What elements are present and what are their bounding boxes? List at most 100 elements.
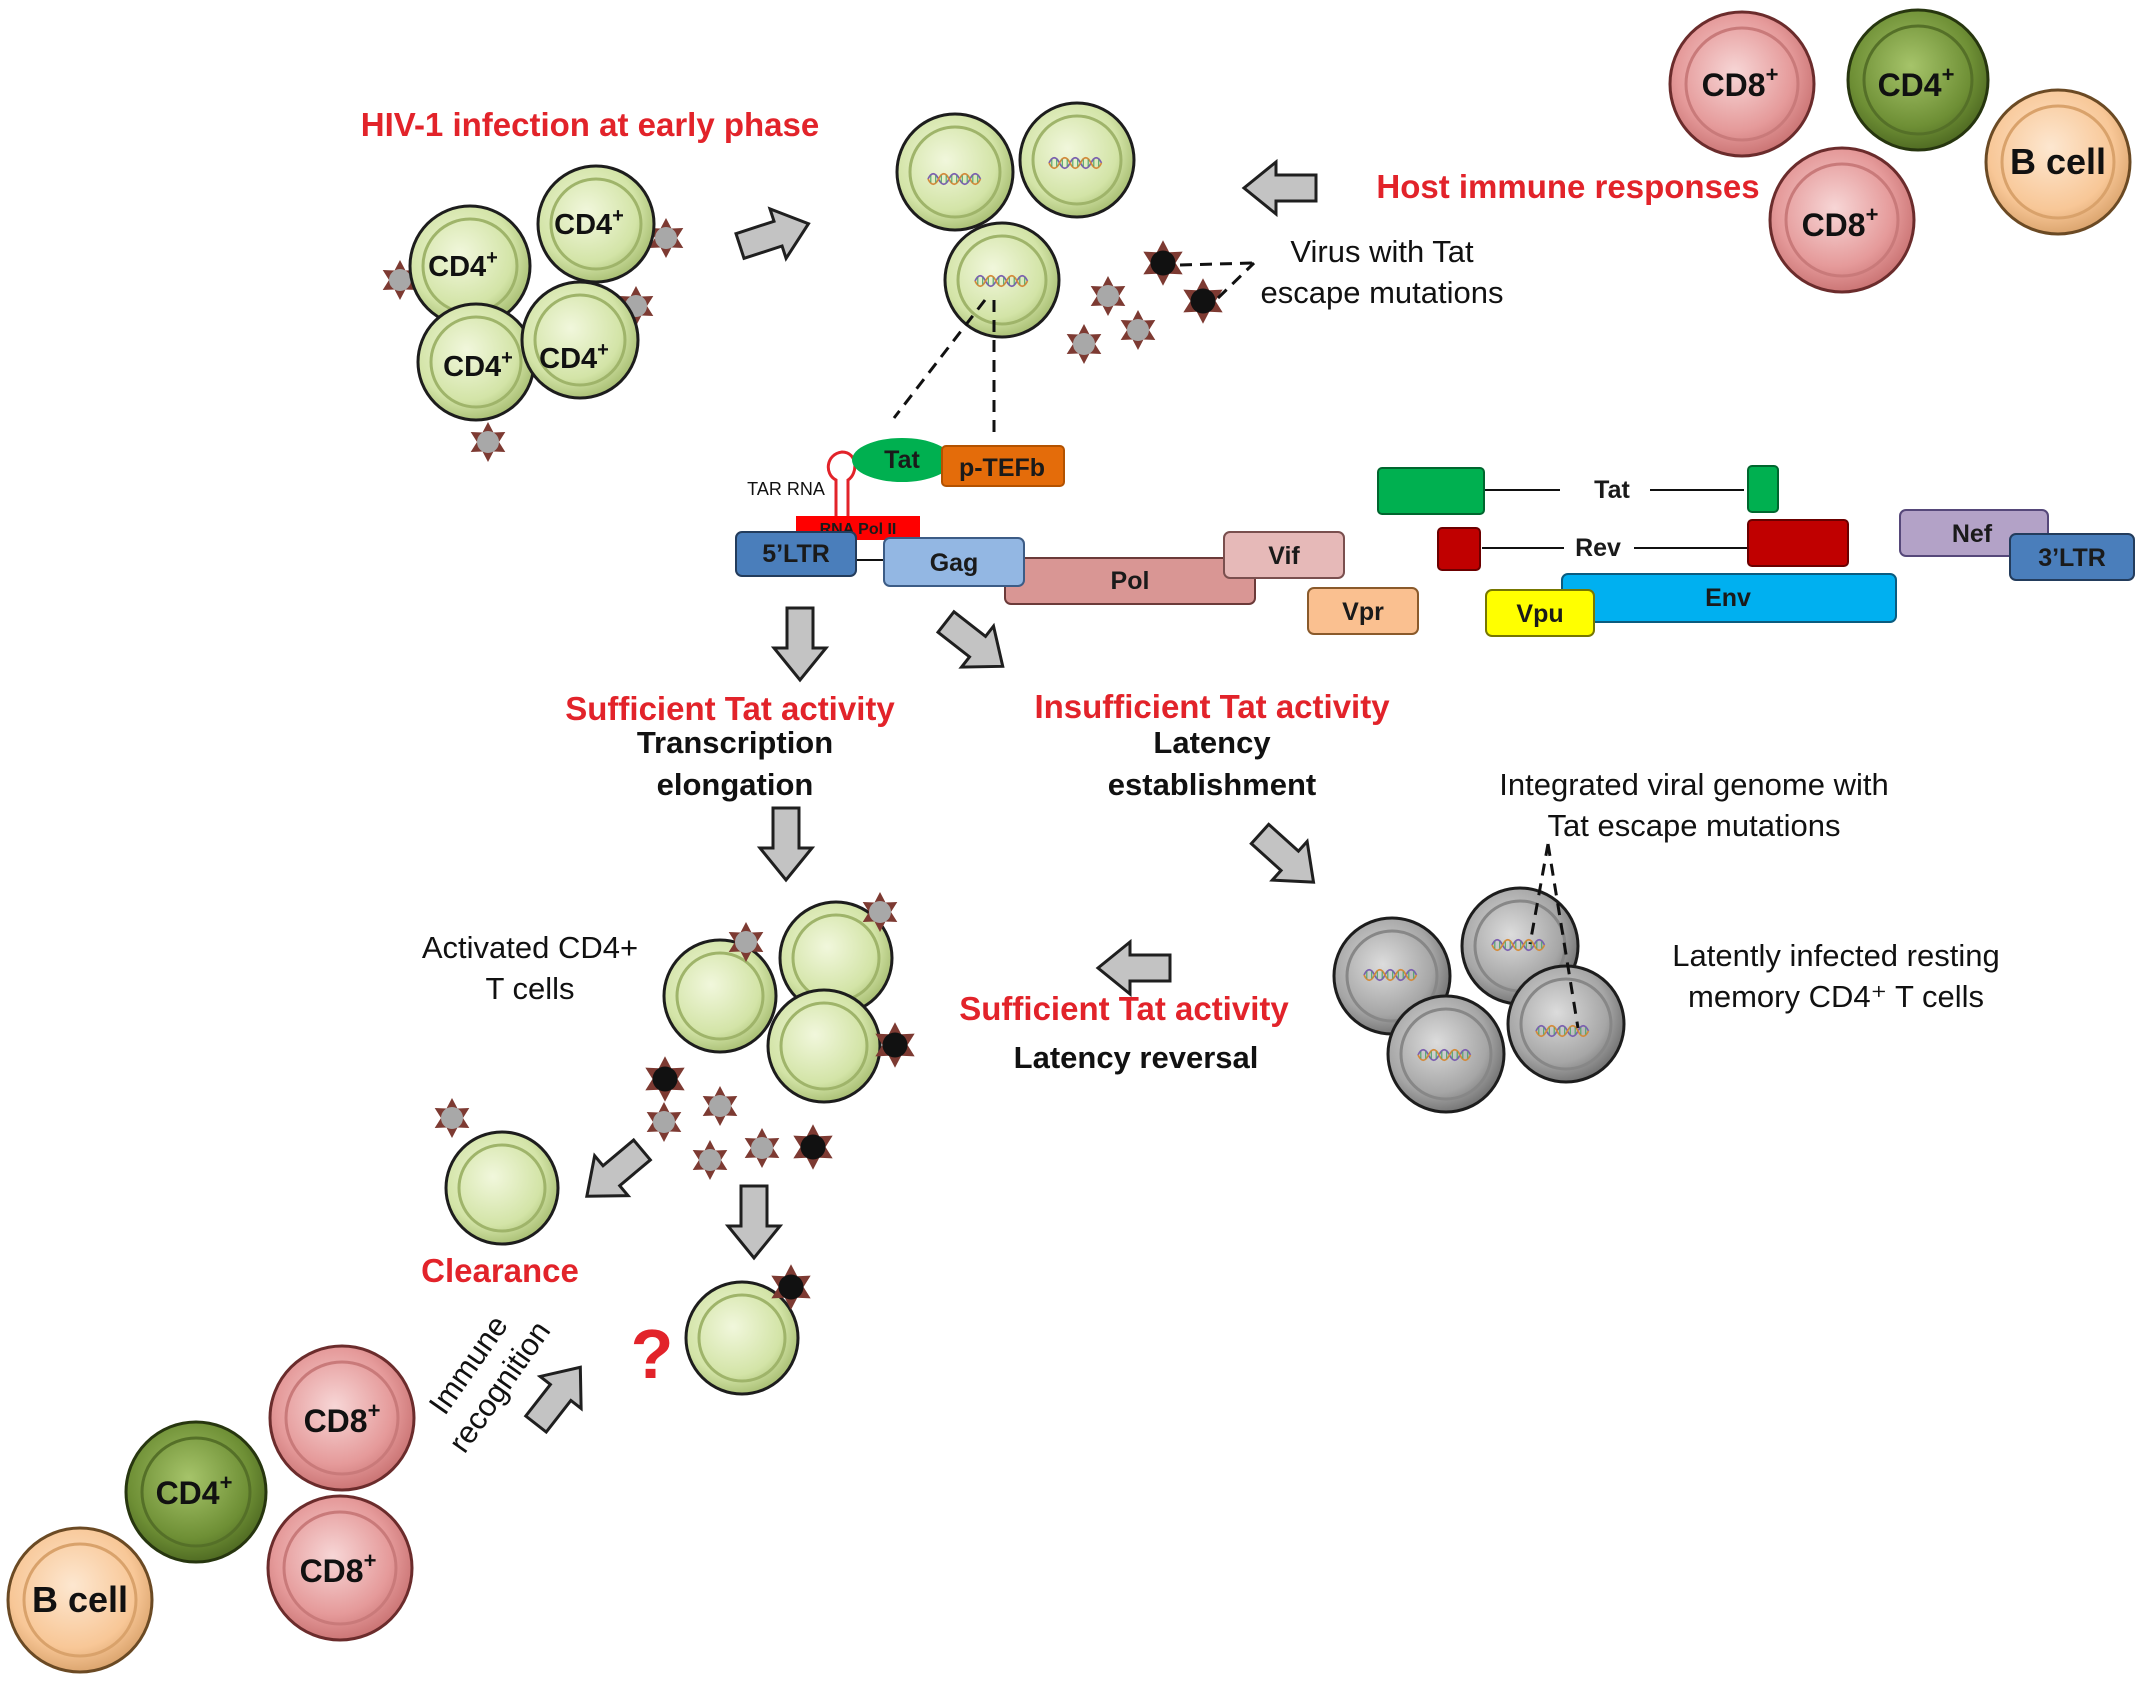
arrow-down-sufficient bbox=[770, 606, 830, 683]
outcome-cells bbox=[444, 1130, 811, 1396]
question-mark: ? bbox=[631, 1315, 674, 1393]
ptefb-box bbox=[941, 445, 1065, 487]
cd4-helper-cell bbox=[124, 1420, 268, 1564]
cleared-cell bbox=[444, 1130, 560, 1246]
caption-transcription: Transcription bbox=[637, 725, 833, 760]
tat-exon-1 bbox=[1377, 467, 1485, 515]
gene-vpr-label: Vpr bbox=[1342, 598, 1384, 626]
cd4-cell bbox=[520, 280, 640, 400]
cd8-cell bbox=[1668, 10, 1816, 158]
caption-virus-escape-1: Virus with Tat bbox=[1290, 234, 1474, 269]
tat-exon-2 bbox=[1747, 465, 1779, 513]
latent-cell bbox=[1386, 994, 1506, 1114]
virion bbox=[692, 1140, 728, 1180]
gene-gag bbox=[883, 537, 1025, 587]
infected-cell bbox=[943, 221, 1061, 339]
immune-cells-bottom: CD8+ CD4+ CD8+ B cell bbox=[6, 1344, 416, 1674]
cd8-label: CD8+ bbox=[304, 1398, 381, 1439]
cd4-label: CD4+ bbox=[156, 1470, 233, 1511]
b-cell bbox=[1984, 88, 2132, 236]
tar-rna-loop bbox=[826, 450, 857, 518]
b-cell-label: B cell bbox=[2010, 141, 2106, 182]
rev-gene-label: Rev bbox=[1575, 534, 1621, 562]
tat-protein-label: Tat bbox=[884, 446, 920, 474]
virion bbox=[744, 1128, 780, 1168]
title-clearance: Clearance bbox=[421, 1252, 579, 1289]
gene-nef-label: Nef bbox=[1952, 520, 1993, 548]
mutant-virion bbox=[1183, 278, 1223, 324]
cd4-cell bbox=[536, 164, 656, 284]
arrow-to-provirus bbox=[734, 206, 811, 262]
cd4-label: CD4+ bbox=[554, 205, 624, 241]
virion bbox=[702, 1086, 738, 1126]
gene-vpu bbox=[1485, 589, 1595, 637]
mutant-virion bbox=[793, 1124, 833, 1170]
latent-cell bbox=[1506, 964, 1626, 1084]
flow-arrows bbox=[523, 158, 1318, 1435]
cd4-helper-cell bbox=[1846, 8, 1990, 152]
caption-elongation: elongation bbox=[657, 767, 814, 802]
arrow-to-clearance bbox=[585, 1137, 653, 1198]
provirus-cells bbox=[892, 101, 1136, 440]
gene-gag-label: Gag bbox=[930, 549, 979, 577]
caption-activated-2: T cells bbox=[485, 971, 574, 1006]
cd8-cell bbox=[268, 1344, 416, 1492]
arrow-immune-recognition bbox=[523, 1365, 583, 1435]
gene-3ltr bbox=[2009, 533, 2135, 581]
rev-exon-1 bbox=[1437, 527, 1481, 571]
title-sufficient-tat-2: Sufficient Tat activity bbox=[959, 990, 1289, 1027]
title-sufficient-tat-1: Sufficient Tat activity bbox=[565, 690, 895, 727]
activated-cell bbox=[766, 988, 882, 1104]
cd8-label: CD8+ bbox=[1702, 62, 1779, 103]
activated-cells bbox=[662, 892, 915, 1104]
hiv-genome-map: TAR RNA Tat p-TEFb RNA Pol II 5’LTR Pol … bbox=[735, 438, 2135, 637]
b-cell-label: B cell bbox=[32, 1579, 128, 1620]
tat-protein bbox=[852, 438, 952, 482]
caption-latent-cells-1: Latently infected resting bbox=[1672, 938, 1999, 973]
tar-rna-label: TAR RNA bbox=[747, 479, 825, 499]
gene-3ltr-label: 3’LTR bbox=[2038, 544, 2106, 572]
caption-integrated-2: Tat escape mutations bbox=[1548, 808, 1841, 843]
escape-cell bbox=[684, 1280, 800, 1396]
tat-gene-label: Tat bbox=[1594, 476, 1630, 504]
caption-virus-escape-2: escape mutations bbox=[1261, 275, 1504, 310]
arrow-to-escape-cell bbox=[724, 1184, 784, 1261]
title-insufficient-tat: Insufficient Tat activity bbox=[1034, 688, 1390, 725]
caption-establishment: establishment bbox=[1108, 767, 1316, 802]
arrow-down-activated bbox=[756, 806, 816, 883]
latent-cells bbox=[1332, 843, 1626, 1114]
cd4-label: CD4+ bbox=[1878, 62, 1955, 103]
virion bbox=[1090, 276, 1126, 316]
cd8-cell bbox=[1768, 146, 1916, 294]
virion bbox=[646, 1102, 682, 1142]
gene-env-label: Env bbox=[1705, 584, 1751, 612]
title-host-immune-responses: Host immune responses bbox=[1376, 168, 1759, 205]
virion bbox=[434, 1098, 470, 1138]
caption-integrated-1: Integrated viral genome with bbox=[1499, 767, 1888, 802]
cd8-label: CD8+ bbox=[300, 1548, 377, 1589]
virion bbox=[1066, 324, 1102, 364]
cd8-cell bbox=[266, 1494, 414, 1642]
gene-vif bbox=[1223, 531, 1345, 579]
gene-pol-label: Pol bbox=[1111, 567, 1150, 595]
cd4-label: CD4+ bbox=[443, 347, 513, 383]
gene-5ltr bbox=[735, 531, 857, 577]
arrow-from-immune bbox=[1241, 158, 1318, 218]
immune-cells-top: CD8+ CD4+ B cell CD8+ bbox=[1668, 8, 2132, 294]
title-early-infection: HIV-1 infection at early phase bbox=[361, 106, 820, 143]
gene-vif-label: Vif bbox=[1268, 542, 1300, 570]
gene-vpu-label: Vpu bbox=[1516, 600, 1563, 628]
early-infected-cluster: CD4+ CD4+ CD4+ CD4+ bbox=[382, 164, 684, 462]
cd8-label: CD8+ bbox=[1802, 202, 1879, 243]
arrow-diag-insufficient bbox=[935, 609, 1005, 669]
infected-cell bbox=[895, 112, 1015, 232]
caption-activated-1: Activated CD4+ bbox=[422, 930, 638, 965]
cd4-label: CD4+ bbox=[539, 339, 609, 375]
caption-latency-reversal: Latency reversal bbox=[1014, 1040, 1259, 1075]
gene-vpr bbox=[1307, 587, 1419, 635]
caption-latent-cells-2: memory CD4⁺ T cells bbox=[1688, 979, 1984, 1014]
virion bbox=[470, 422, 506, 462]
arrow-to-latent bbox=[1249, 822, 1316, 884]
activated-cell bbox=[662, 938, 778, 1054]
free-virions-top bbox=[1066, 240, 1256, 364]
